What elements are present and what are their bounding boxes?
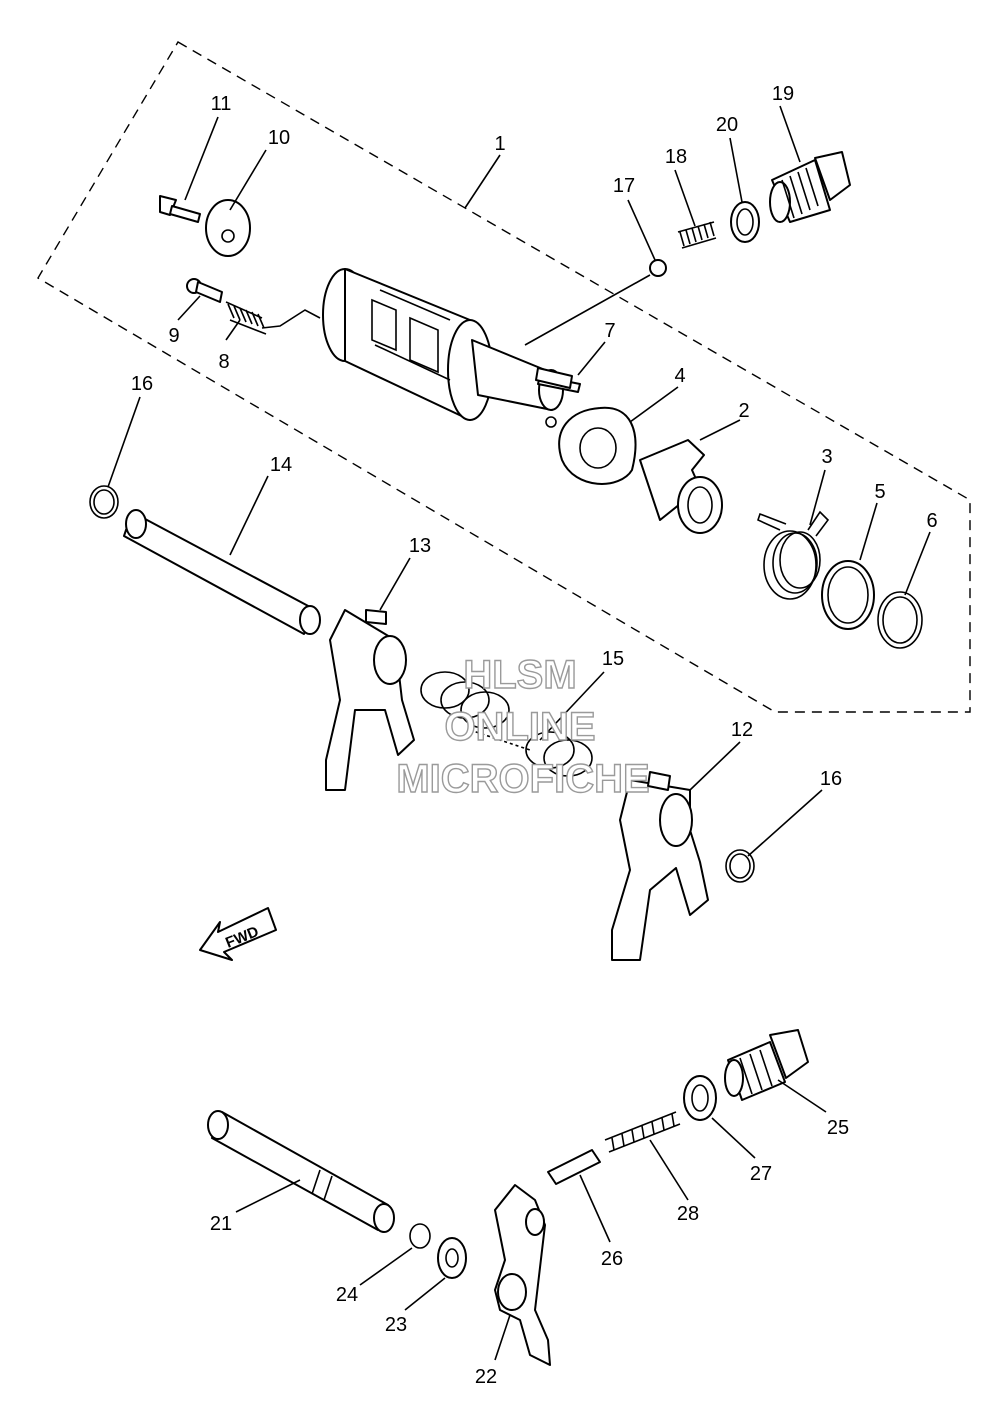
- segment-10: [205, 199, 251, 257]
- callout-3: 3: [821, 446, 832, 468]
- circlip-16-b: [725, 849, 755, 883]
- callout-10: 10: [268, 127, 290, 149]
- shift-drum: [322, 268, 581, 428]
- callout-12: 12: [731, 719, 753, 741]
- shift-fork-12: [611, 771, 709, 961]
- callout-2: 2: [738, 400, 749, 422]
- shift-arm-22: [494, 1184, 551, 1366]
- callout-17: 17: [613, 175, 635, 197]
- callout-5: 5: [874, 481, 885, 503]
- assembly-boundary: [37, 41, 971, 713]
- callouts: 1 2 3 4 5 6 7 8 9 10 11 12 13 14 15 16 1…: [131, 83, 938, 1388]
- callout-20: 20: [716, 114, 738, 136]
- callout-11: 11: [211, 93, 232, 115]
- callout-13: 13: [409, 535, 431, 557]
- stopper-lever: [639, 439, 723, 534]
- circlip-16-a: [89, 485, 119, 519]
- callout-23: 23: [385, 1314, 407, 1336]
- callout-16a: 16: [131, 373, 153, 395]
- watermark-line-3: MICROFICHE: [396, 757, 649, 801]
- spring-8: [225, 301, 267, 335]
- plunger-9: [186, 278, 223, 303]
- plate: [558, 406, 637, 485]
- watermark-line-2: ONLINE: [444, 705, 595, 749]
- washer-5: [821, 560, 875, 630]
- washer-23: [437, 1237, 467, 1279]
- shaft-21: [207, 1110, 395, 1233]
- spring-28: [604, 1111, 681, 1153]
- callout-28: 28: [677, 1203, 699, 1225]
- callout-6: 6: [926, 510, 937, 532]
- callout-26: 26: [601, 1248, 623, 1270]
- ball-17: [649, 259, 667, 277]
- callout-18: 18: [665, 146, 687, 168]
- spring-18: [677, 221, 717, 249]
- torsion-spring: [757, 510, 830, 600]
- washer-20: [730, 201, 760, 243]
- callout-16b: 16: [820, 768, 842, 790]
- callout-19: 19: [772, 83, 794, 105]
- callout-22: 22: [475, 1366, 497, 1388]
- bolt-19: [769, 151, 851, 223]
- callout-14: 14: [270, 454, 292, 476]
- forward-arrow-icon: FWD: [199, 907, 277, 961]
- washer-27: [683, 1075, 717, 1121]
- guide-bar-14: [123, 509, 321, 635]
- screw-11: [159, 195, 201, 223]
- circlip-6: [877, 591, 923, 649]
- bolt-25: [724, 1029, 809, 1101]
- callout-21: 21: [210, 1213, 232, 1235]
- callout-1: 1: [494, 133, 505, 155]
- leader-lines: [107, 105, 931, 1361]
- watermark-line-1: HLSM: [463, 653, 576, 697]
- circlip-24: [409, 1223, 431, 1249]
- callout-9: 9: [168, 325, 179, 347]
- callout-24: 24: [336, 1284, 358, 1306]
- callout-27: 27: [750, 1163, 772, 1185]
- callout-4: 4: [674, 365, 685, 387]
- watermark: HLSM ONLINE MICROFICHE: [396, 652, 651, 801]
- callout-8: 8: [218, 351, 229, 373]
- pin-26: [547, 1149, 601, 1185]
- pin-7: [535, 367, 573, 389]
- shift-fork-13: [325, 609, 415, 791]
- springs-15: [420, 671, 593, 777]
- callout-7: 7: [604, 320, 615, 342]
- callout-15: 15: [602, 648, 624, 670]
- callout-25: 25: [827, 1117, 849, 1139]
